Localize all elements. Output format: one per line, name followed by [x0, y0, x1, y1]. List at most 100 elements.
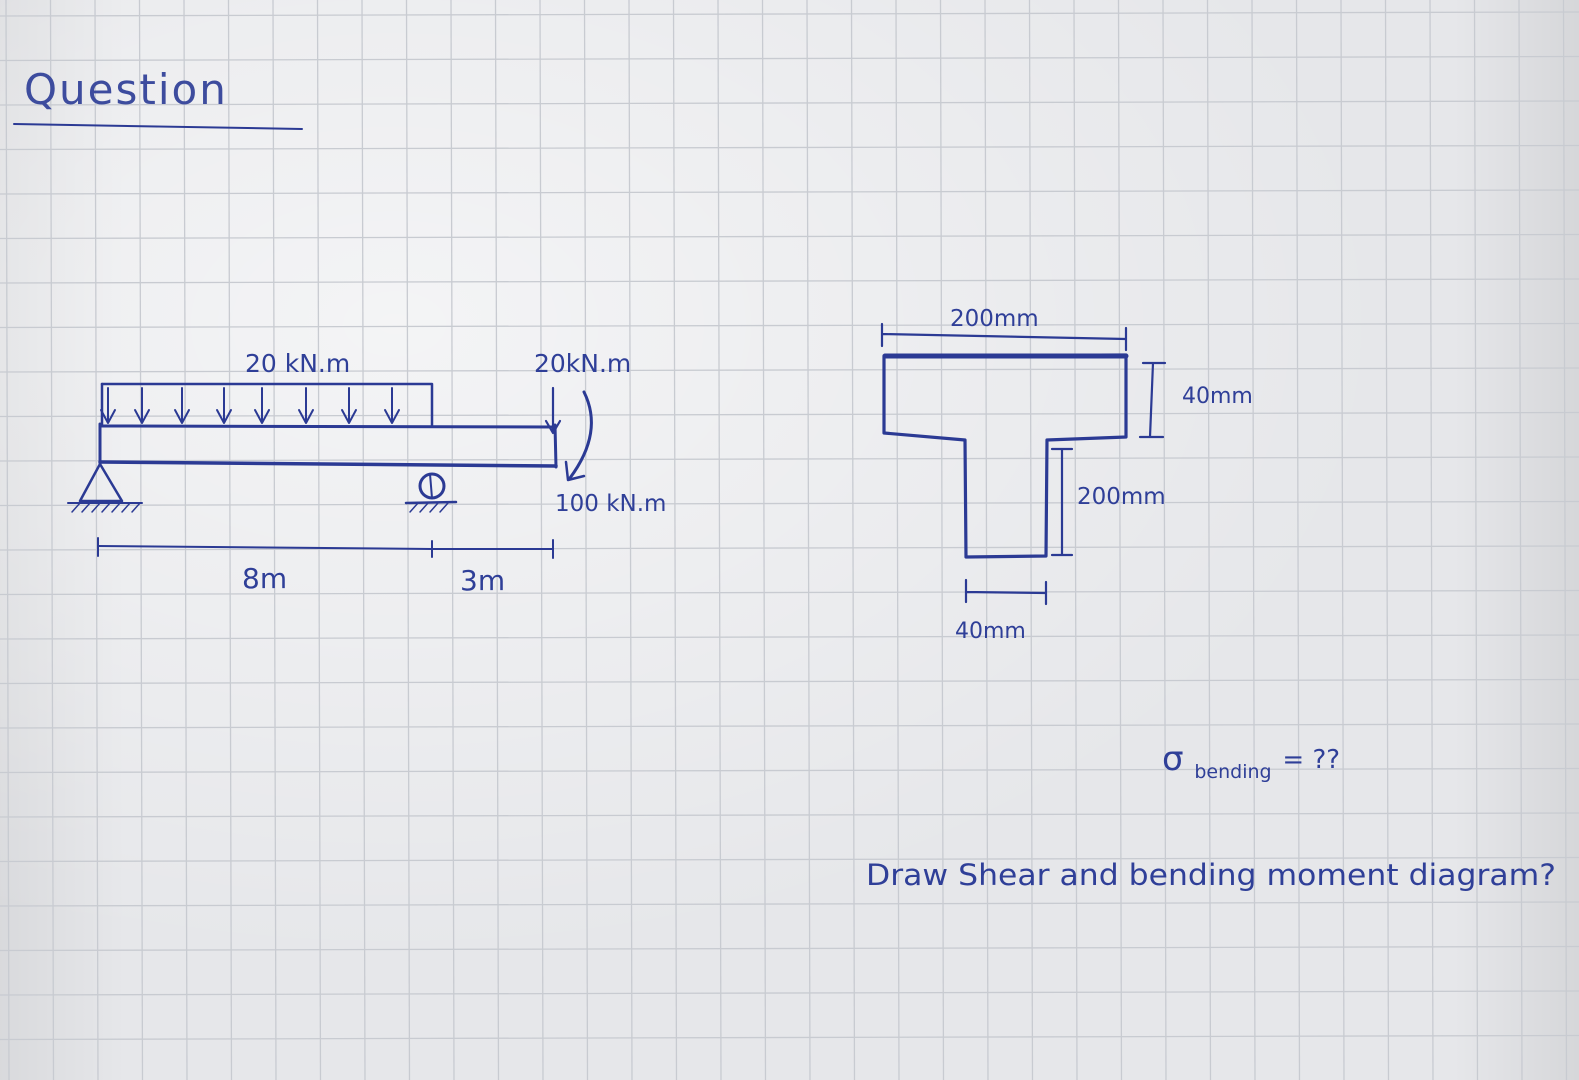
load-arrow [100, 387, 116, 424]
sigma-subscript: bending [1194, 761, 1271, 783]
point-load-arrow [544, 386, 562, 435]
grid-line-horizontal [0, 278, 1579, 284]
grid-line-vertical [494, 0, 500, 1080]
grid-line-horizontal [0, 144, 1579, 151]
beam-right-end [553, 423, 558, 469]
bending-stress-expression: σ bending = ?? [1162, 739, 1340, 787]
grid-line-vertical [1429, 0, 1434, 1080]
span-right-label: 3m [460, 564, 505, 597]
grid-line-vertical [761, 0, 767, 1080]
grid-line-vertical [1162, 0, 1167, 1080]
load-arrow [134, 387, 150, 424]
grid-line-vertical [1251, 0, 1256, 1080]
span-left-label: 8m [242, 562, 287, 595]
grid-line-vertical [1073, 0, 1078, 1080]
title-underline [13, 123, 303, 130]
grid-line-horizontal [0, 367, 1579, 373]
grid-line-vertical [94, 0, 99, 1080]
sigma-symbol: σ [1162, 739, 1184, 779]
grid-line-vertical [1518, 0, 1523, 1080]
grid-line-horizontal [0, 589, 1579, 596]
distributed-load-label: 20 kN.m [245, 349, 350, 378]
grid-line-vertical [1295, 0, 1301, 1080]
grid-line-horizontal [0, 901, 1579, 907]
web-width-label: 40mm [955, 619, 1026, 644]
grid-line-horizontal [0, 990, 1579, 996]
grid-line-vertical [361, 0, 366, 1080]
grid-line-vertical [227, 0, 233, 1080]
grid-line-vertical [539, 0, 544, 1080]
load-arrow [174, 387, 190, 424]
grid-line-vertical [895, 0, 900, 1080]
grid-line-horizontal [0, 767, 1579, 774]
moment-arc [568, 390, 593, 480]
flange-thickness-label: 40mm [1182, 384, 1253, 409]
grid-line-vertical [984, 0, 989, 1080]
grid-line-vertical [1117, 0, 1123, 1080]
flange-width-label: 200mm [950, 306, 1039, 332]
span-dimension-line [97, 537, 554, 559]
grid-line-vertical [672, 0, 678, 1080]
grid-line-vertical [272, 0, 277, 1080]
grid-line-vertical [939, 0, 945, 1080]
grid-line-vertical [138, 0, 144, 1080]
moment-label: 100 kN.m [555, 491, 666, 517]
load-arrow [298, 387, 314, 424]
load-arrow [254, 387, 270, 424]
grid-line-vertical [316, 0, 322, 1080]
grid-line-vertical [405, 0, 411, 1080]
grid-line-horizontal [0, 411, 1579, 418]
grid-line-vertical [806, 0, 811, 1080]
moment-arrowhead [564, 460, 586, 482]
grid-line-vertical [1562, 0, 1568, 1080]
grid-line-horizontal [0, 1034, 1579, 1041]
load-arrow [341, 387, 357, 424]
grid-line-horizontal [0, 634, 1579, 640]
t-section-diagram: 200mm 40mm 200mm 40mm [880, 306, 1253, 644]
question-prompt: σ bending = ?? Draw Shear and bending mo… [866, 739, 1556, 892]
web-height-label: 200mm [1077, 484, 1166, 510]
load-arrow [216, 387, 232, 424]
web-height-dimension [1050, 447, 1074, 557]
distributed-load-arrows [100, 387, 400, 424]
grid-line-horizontal [0, 545, 1579, 551]
flange-width-dimension [880, 322, 1128, 352]
page-title: Question [24, 65, 228, 114]
grid-line-vertical [1340, 0, 1345, 1080]
grid-line-horizontal [0, 723, 1579, 729]
grid-line-vertical [1384, 0, 1390, 1080]
grid-line-horizontal [0, 100, 1579, 106]
grid-line-horizontal [0, 11, 1579, 17]
distributed-load-outline [100, 382, 434, 427]
instruction-text: Draw Shear and bending moment diagram? [866, 858, 1556, 892]
grid-line-vertical [1028, 0, 1034, 1080]
grid-line-vertical [450, 0, 455, 1080]
beam-diagram: 20 kN.m 20kN.m 100 kN.m 8m 3m [67, 349, 666, 597]
grid-line-horizontal [0, 856, 1579, 863]
grid-line-horizontal [0, 233, 1579, 240]
load-arrow [384, 387, 400, 424]
grid-line-vertical [583, 0, 589, 1080]
grid-line-horizontal [0, 456, 1579, 462]
grid-line-vertical [628, 0, 633, 1080]
grid-line-vertical [183, 0, 188, 1080]
grid-line-vertical [5, 0, 10, 1080]
grid-line-horizontal [0, 945, 1579, 952]
grid-line-horizontal [0, 189, 1579, 195]
grid-line-horizontal [0, 678, 1579, 685]
beam-bottom-edge [98, 460, 558, 468]
sigma-unknown: = ?? [1282, 745, 1340, 775]
grid-line-vertical [1473, 0, 1479, 1080]
grid-line-horizontal [0, 322, 1579, 329]
flange-thickness-dimension [1138, 361, 1167, 439]
t-section-outline [882, 353, 1128, 559]
point-load-label: 20kN.m [534, 349, 631, 378]
beam-top-edge [98, 424, 557, 429]
grid-line-horizontal [0, 500, 1579, 507]
grid-line-horizontal [0, 812, 1579, 818]
web-width-dimension [964, 578, 1048, 606]
grid-line-horizontal [0, 55, 1579, 62]
